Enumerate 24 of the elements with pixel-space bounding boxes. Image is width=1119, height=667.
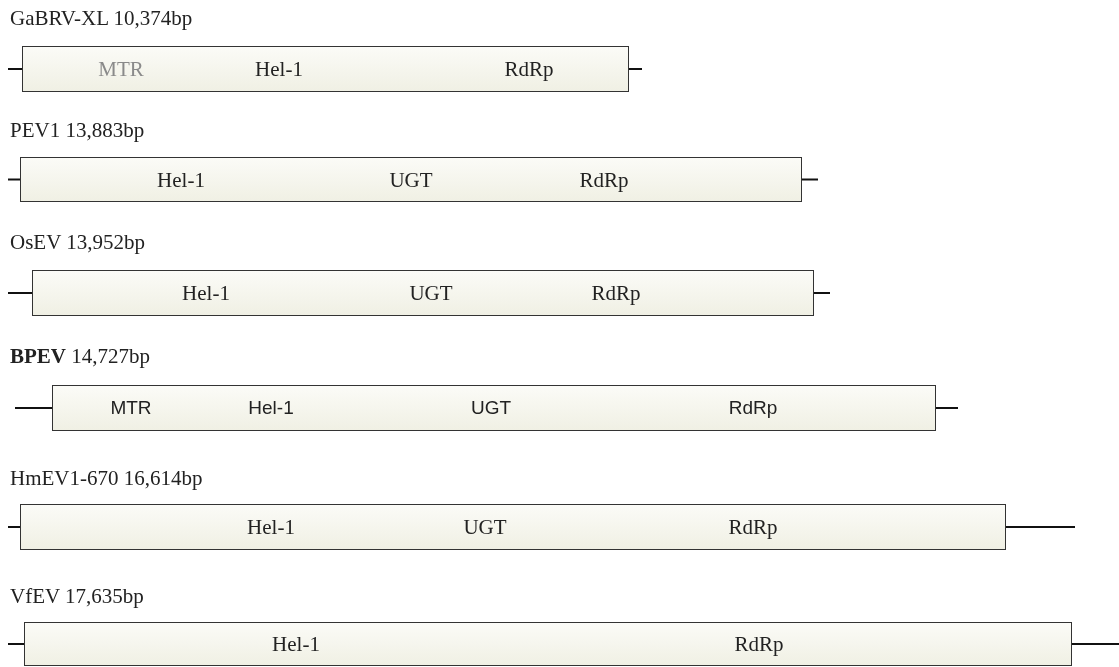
genome-title: GaBRV-XL 10,374bp	[10, 6, 193, 31]
domain-label: MTR	[98, 56, 144, 82]
domain-label: RdRp	[504, 56, 554, 82]
domain-label: Hel-1	[157, 167, 205, 192]
domain-label: UGT	[409, 280, 453, 306]
genome-title: OsEV 13,952bp	[10, 230, 145, 255]
domain-label: RdRp	[728, 514, 778, 540]
domain-label: RdRp	[728, 397, 778, 419]
domain-label: UGT	[470, 397, 512, 419]
domain-label: RdRp	[734, 631, 784, 657]
domain-label: Hel-1	[272, 631, 320, 657]
domain-label: MTR	[110, 397, 152, 419]
domain-label: RdRp	[579, 167, 629, 192]
domain-label: Hel-1	[247, 514, 295, 540]
domain-label: Hel-1	[182, 280, 230, 306]
genome-title: PEV1 13,883bp	[10, 118, 145, 143]
genome-title: HmEV1-670 16,614bp	[10, 466, 203, 491]
genome-title: VfEV 17,635bp	[10, 584, 144, 609]
domain-label: Hel-1	[248, 397, 294, 419]
domain-label: RdRp	[591, 280, 641, 306]
domain-label: UGT	[463, 514, 507, 540]
domain-label: Hel-1	[255, 56, 303, 82]
domain-label: UGT	[389, 167, 433, 192]
genome-title: BPEV 14,727bp	[10, 344, 150, 369]
